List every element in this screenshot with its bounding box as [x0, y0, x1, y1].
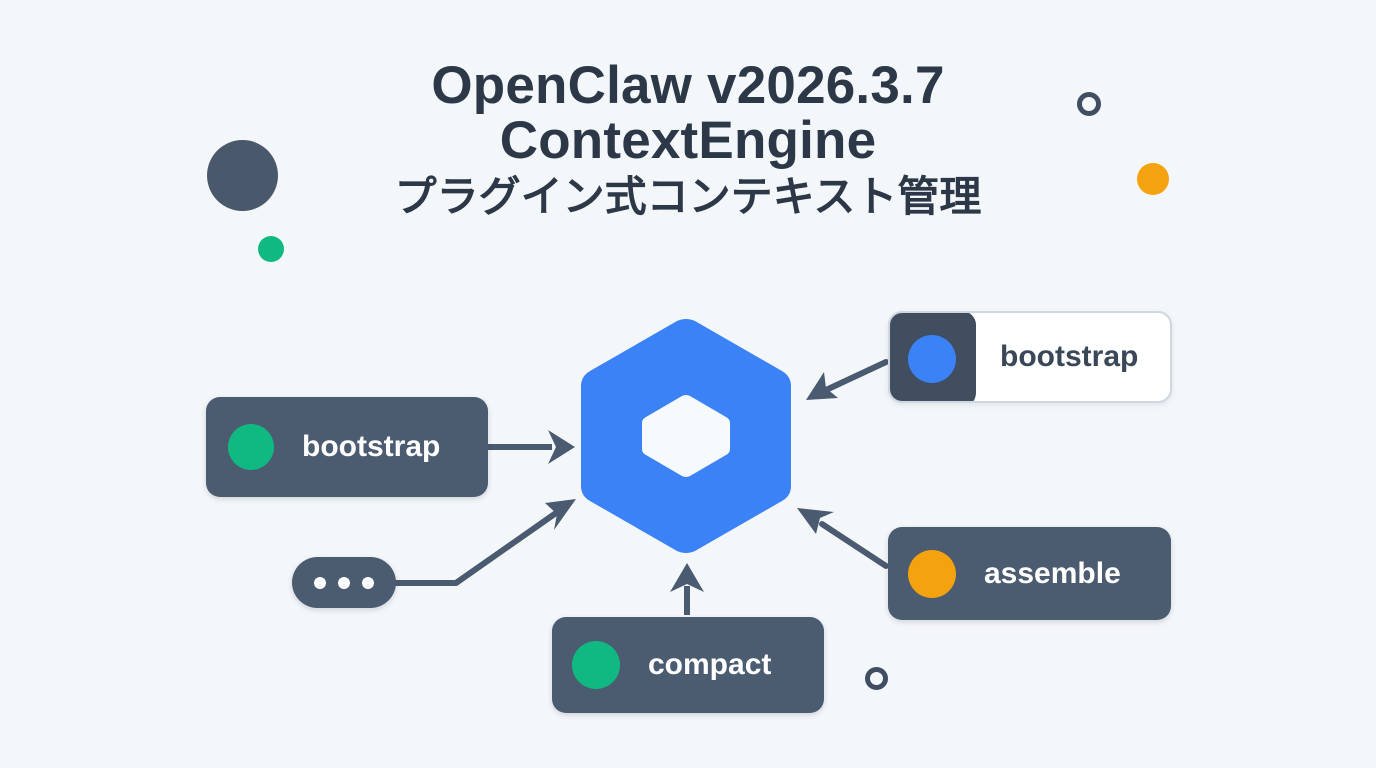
- decorative-circle-green: [258, 236, 284, 262]
- decorative-circle-orange: [1137, 163, 1169, 195]
- status-dot-orange: [908, 549, 956, 598]
- node-assemble[interactable]: assemble: [888, 527, 1171, 620]
- connector-bootstrap-left-to-core: [488, 430, 575, 464]
- node-ellipsis-more[interactable]: [292, 557, 396, 608]
- node-label: assemble: [984, 556, 1121, 590]
- connector-ellipsis-to-core: [393, 499, 576, 586]
- node-label: compact: [648, 648, 772, 681]
- status-dot-blue: [908, 335, 956, 383]
- node-bootstrap-left[interactable]: bootstrap: [206, 397, 488, 497]
- connector-bootstrap-right-to-core: [806, 359, 889, 400]
- hexagon-core[interactable]: [578, 318, 794, 554]
- connector-compact-to-core: [670, 563, 704, 615]
- status-dot-green: [228, 424, 274, 470]
- connector-assemble-to-core: [797, 508, 889, 569]
- node-label: bootstrap: [1000, 340, 1139, 373]
- ellipsis-dot: [362, 576, 374, 589]
- decorative-ring-bottom: [865, 667, 888, 690]
- node-bootstrap-right[interactable]: bootstrap: [888, 311, 1172, 403]
- ellipsis-dot: [338, 576, 350, 589]
- ellipsis-dot: [314, 576, 326, 589]
- decorative-circle-slate: [207, 140, 278, 211]
- node-label: bootstrap: [302, 430, 441, 463]
- node-cap: [890, 313, 976, 401]
- status-dot-green: [572, 641, 620, 689]
- decorative-ring-top: [1077, 92, 1101, 116]
- node-compact[interactable]: compact: [552, 617, 824, 713]
